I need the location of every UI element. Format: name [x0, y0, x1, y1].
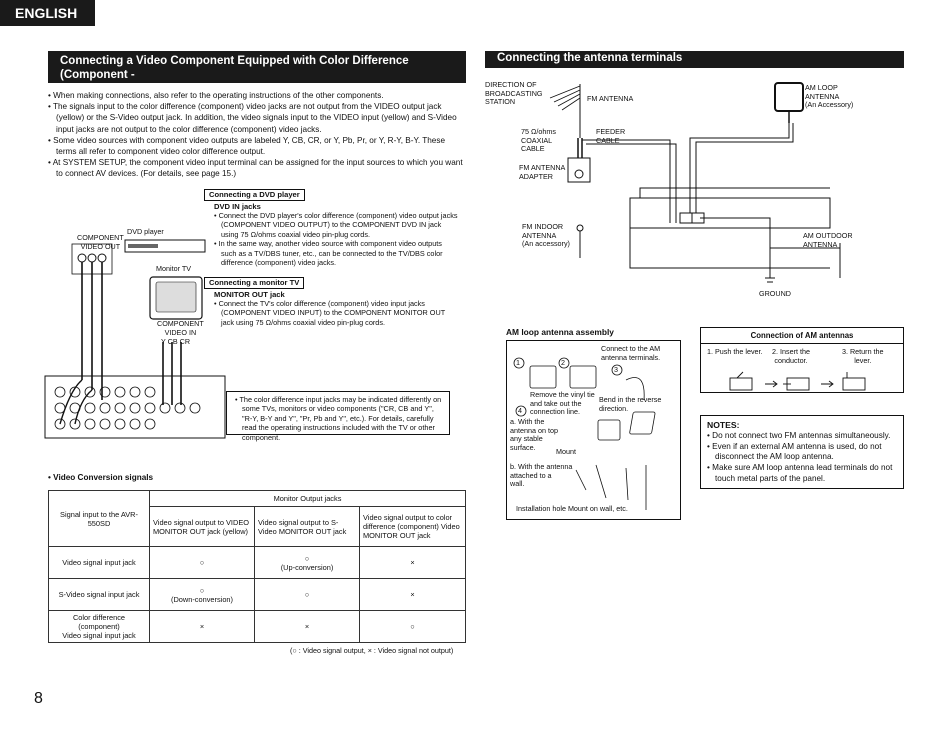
dvd-bullets: Connect the DVD player's color differenc…	[214, 211, 458, 267]
b-with-label: b. With the antenna attached to a wall.	[510, 462, 573, 489]
component-video-out-label: COMPONENT VIDEO OUT	[77, 233, 124, 251]
column-header: Video signal output to color difference …	[359, 506, 466, 547]
component-video-diagram	[44, 239, 226, 439]
page-number: 8	[34, 690, 43, 707]
color-difference-note: The color difference input jacks may be …	[226, 391, 450, 442]
bend-label: Bend in the reverse direction.	[599, 395, 662, 413]
am-assembly-illustration	[513, 357, 656, 510]
section-heading-component-video: Connecting a Video Component Equipped wi…	[48, 51, 466, 95]
table-row-header: Signal input to the AVR-550SD	[48, 490, 150, 547]
am-step-2: 2. Insert the conductor.	[772, 347, 810, 365]
note-item: Make sure AM loop antenna lead terminals…	[707, 463, 897, 485]
cell: ×	[149, 610, 255, 643]
am-step-1: 1. Push the lever.	[707, 347, 763, 356]
video-conversion-table: Signal input to the AVR-550SD Monitor Ou…	[48, 490, 466, 643]
am-loop-label: AM LOOP ANTENNA (An Accessory)	[805, 83, 854, 110]
note-item: Do not connect two FM antennas simultane…	[707, 431, 897, 442]
antenna-connection-diagram	[549, 82, 841, 283]
connect-to-label: Connect to the AM antenna terminals.	[601, 344, 661, 362]
monitor-box-label: Connecting a monitor TV	[204, 277, 305, 289]
component-video-in-label: COMPONENT VIDEO IN	[157, 319, 204, 337]
monitor-subtitle: MONITOR OUT jack	[214, 290, 285, 299]
table-row: S-Video signal input jack ○ (Down-conver…	[48, 578, 466, 611]
monitor-bullets: Connect the TV's color difference (compo…	[214, 299, 458, 327]
intro-list: When making connections, also refer to t…	[48, 90, 466, 180]
remove-tie-label: Remove the vinyl tie and take out the co…	[530, 390, 595, 417]
table-legend: (○ : Video signal output, × : Video sign…	[290, 646, 454, 655]
ycbcr-label: Y CB CR	[161, 337, 191, 346]
cell: ○ (Down-conversion)	[149, 578, 255, 611]
am-assembly-title: AM loop antenna assembly	[506, 327, 614, 337]
cell: ○	[254, 578, 360, 611]
column-header: Video signal output to S-Video MONITOR O…	[254, 506, 360, 547]
monitor-bullet: Connect the TV's color difference (compo…	[214, 299, 458, 327]
direction-label: DIRECTION OF BROADCASTING STATION	[485, 80, 543, 107]
am-step-3: 3. Return the lever.	[842, 347, 884, 365]
fm-indoor-label: FM INDOOR ANTENNA (An accessory)	[522, 222, 570, 249]
table-row: Color difference (component) Video signa…	[48, 610, 466, 643]
cell: ×	[359, 546, 466, 579]
section-heading-antenna: Connecting the antenna terminals	[485, 51, 904, 68]
intro-item: Some video sources with component video …	[48, 135, 466, 157]
dvd-player-label: DVD player	[127, 227, 164, 236]
cell: ○	[149, 546, 255, 579]
am-assembly-box	[506, 340, 681, 520]
step-3: 3	[614, 365, 618, 374]
monitor-output-header: Monitor Output jacks	[149, 490, 466, 507]
dvd-box-label: Connecting a DVD player	[204, 189, 305, 201]
connection-am-box: Connection of AM antennas	[700, 327, 904, 393]
cell: ×	[359, 578, 466, 611]
notes-box: NOTES: Do not connect two FM antennas si…	[700, 415, 904, 489]
am-connection-steps-illustration	[729, 371, 866, 391]
video-conversion-title: • Video Conversion signals	[48, 473, 154, 482]
coaxial-label: 75 Ω/ohms COAXIAL CABLE	[521, 127, 556, 154]
row-label: Video signal input jack	[48, 546, 150, 579]
step-4: 4	[518, 406, 522, 415]
language-tab: ENGLISH	[0, 0, 95, 26]
step-2: 2	[561, 358, 565, 367]
intro-item: The signals input to the color differenc…	[48, 101, 466, 135]
fm-adapter-label: FM ANTENNA ADAPTER	[519, 163, 566, 181]
intro-item: At SYSTEM SETUP, the component video inp…	[48, 157, 466, 179]
note-text: The color difference input jacks may be …	[235, 395, 443, 442]
cell: ×	[254, 610, 360, 643]
table-row: Video signal input jack ○ ○ (Up-conversi…	[48, 546, 466, 579]
intro-item: When making connections, also refer to t…	[48, 90, 466, 101]
ground-label: GROUND	[759, 289, 791, 298]
connection-am-title: Connection of AM antennas	[701, 328, 903, 344]
notes-title: NOTES:	[707, 420, 740, 430]
step-1: 1	[516, 358, 520, 367]
row-label: Color difference (component) Video signa…	[48, 610, 150, 643]
dvd-bullet: Connect the DVD player's color differenc…	[214, 211, 458, 239]
a-with-label: a. With the antenna on top any stable su…	[510, 417, 558, 452]
dvd-bullet: In the same way, another video source wi…	[214, 239, 458, 267]
notes-list: Do not connect two FM antennas simultane…	[707, 431, 897, 485]
fm-antenna-label: FM ANTENNA	[587, 94, 634, 103]
note-item: Even if an external AM antenna is used, …	[707, 442, 897, 464]
monitor-tv-label: Monitor TV	[156, 264, 192, 273]
cell: ○ (Up-conversion)	[254, 546, 360, 579]
am-outdoor-label: AM OUTDOOR ANTENNA	[803, 231, 853, 249]
column-header: Video signal output to VIDEO MONITOR OUT…	[149, 506, 255, 547]
mount-label: Mount	[556, 447, 576, 456]
heading-line-1: Connecting a Video Component Equipped wi…	[60, 55, 409, 81]
cell: ○	[359, 610, 466, 643]
dvd-subtitle: DVD IN jacks	[214, 202, 261, 211]
install-label: Installation hole Mount on wall, etc.	[516, 504, 628, 513]
row-label: S-Video signal input jack	[48, 578, 150, 611]
